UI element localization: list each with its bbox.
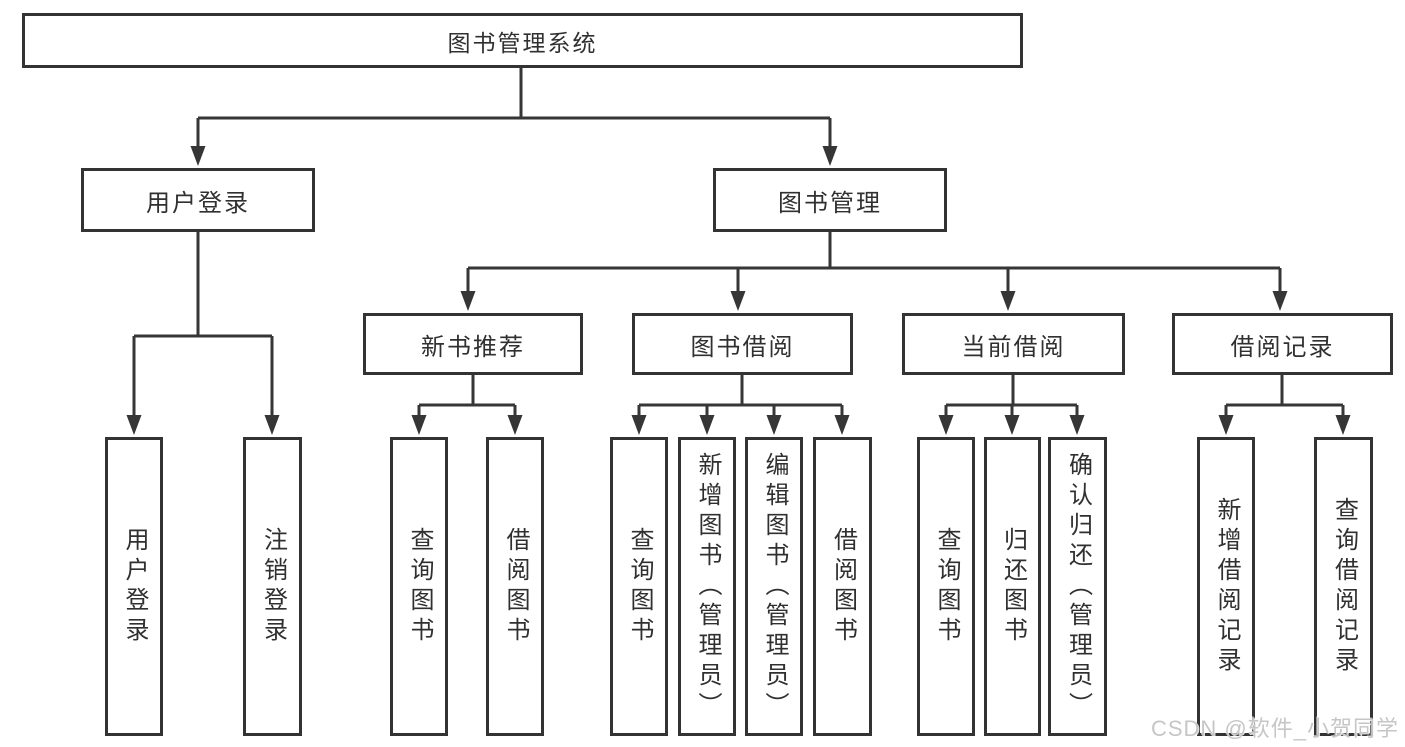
leaf-borrow-books-recommend: 借阅图书 xyxy=(486,437,544,736)
arrowheads xyxy=(126,146,1351,435)
node-current-borrow: 当前借阅 xyxy=(902,313,1125,375)
node-borrow-records: 借阅记录 xyxy=(1172,313,1393,375)
node-new-book-recommend: 新书推荐 xyxy=(363,313,583,375)
leaf-logout: 注销登录 xyxy=(243,437,302,736)
leaf-query-borrow-record: 查询借阅记录 xyxy=(1314,437,1373,736)
leaf-user-login: 用户登录 xyxy=(105,437,163,736)
leaf-borrow-books: 借阅图书 xyxy=(813,437,872,736)
leaf-confirm-return-admin: 确认归还（管理员） xyxy=(1048,437,1107,736)
leaf-return-book: 归还图书 xyxy=(984,437,1041,736)
leaf-query-books-recommend: 查询图书 xyxy=(390,437,448,736)
leaf-query-books-borrow: 查询图书 xyxy=(610,437,668,736)
leaf-add-borrow-record: 新增借阅记录 xyxy=(1197,437,1255,736)
node-book-borrow: 图书借阅 xyxy=(632,313,853,375)
node-user-login: 用户登录 xyxy=(81,168,315,232)
leaf-edit-book-admin: 编辑图书（管理员） xyxy=(745,437,803,736)
leaf-query-books-current: 查询图书 xyxy=(917,437,975,736)
leaf-add-book-admin: 新增图书（管理员） xyxy=(678,437,736,736)
csdn-watermark: CSDN @软件_小贺同学 xyxy=(1150,716,1399,741)
node-book-management: 图书管理 xyxy=(713,168,947,232)
connector-lines xyxy=(132,68,1345,417)
node-root-system: 图书管理系统 xyxy=(22,13,1023,68)
